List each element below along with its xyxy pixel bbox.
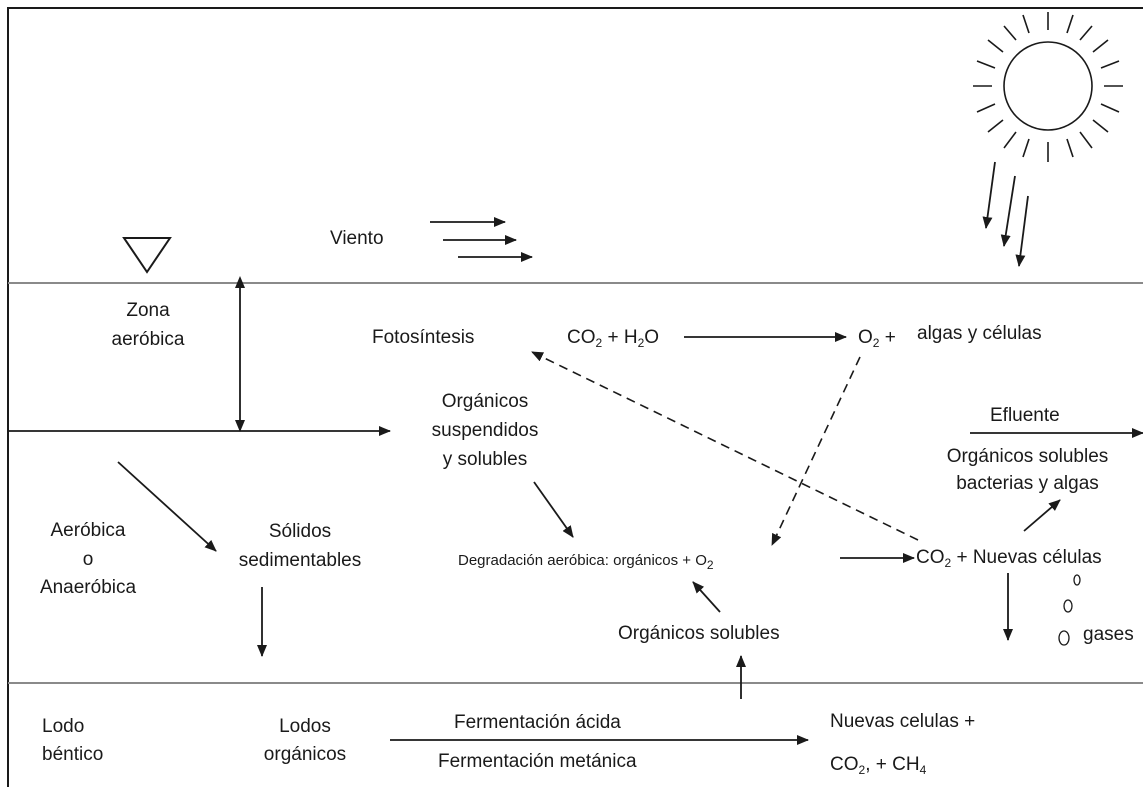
oxygen-supply-dashed-arrow xyxy=(771,356,861,546)
wind-label: Viento xyxy=(330,228,384,249)
algae-cells-label: algas y células xyxy=(917,323,1042,344)
effluent-desc-line2: bacterias y algas xyxy=(956,473,1099,494)
aerobic-zone-label-line1: Zona xyxy=(126,300,170,321)
effluent-desc-line1: Orgánicos solubles xyxy=(946,446,1109,467)
effluent-label: Efluente xyxy=(990,405,1060,426)
soluble-organics-label: Orgánicos solubles xyxy=(618,623,780,644)
suspended-organics-line3: y solubles xyxy=(442,449,528,470)
sun-icon xyxy=(973,12,1123,162)
co2-h2o-label: CO2 + H2O xyxy=(567,327,660,350)
settleable-solids-line1: Sólidos xyxy=(268,521,332,542)
aerobic-anaerobic-line1: Aeróbica xyxy=(50,520,126,541)
aerobic-zone-label-line2: aeróbica xyxy=(111,329,185,350)
o2-label: O2 + xyxy=(858,327,896,350)
aerobic-degradation-label: Degradación aeróbica: orgánicos + O2 xyxy=(458,552,714,572)
water-level-triangle-icon xyxy=(122,237,172,274)
organic-sludge-line2: orgánicos xyxy=(263,744,347,765)
sunlight-arrow xyxy=(1000,175,1016,247)
photosynthesis-label: Fotosíntesis xyxy=(372,327,475,348)
co2-ch4-label: CO2, + CH4 xyxy=(830,754,927,777)
settleable-solids-line2: sedimentables xyxy=(238,550,362,571)
methane-fermentation-label: Fermentación metánica xyxy=(438,751,637,772)
aerobic-anaerobic-line2: o xyxy=(82,549,94,570)
gases-label: gases xyxy=(1083,624,1134,645)
suspended-organics-line2: suspendidos xyxy=(431,420,539,441)
sunlight-arrow xyxy=(982,161,996,229)
aerobic-anaerobic-line3: Anaeróbica xyxy=(39,577,137,598)
suspended-organics-line1: Orgánicos xyxy=(441,391,529,412)
acid-fermentation-label: Fermentación ácida xyxy=(454,712,621,733)
benthic-sludge-line1: Lodo xyxy=(42,716,85,737)
co2-new-cells-label: CO2 + Nuevas células xyxy=(916,547,1102,570)
gas-bubbles-icon xyxy=(1058,574,1081,646)
organics-to-degradation-arrow xyxy=(533,481,574,538)
cells-to-effluent-arrow xyxy=(1023,499,1061,532)
organic-sludge-line1: Lodos xyxy=(279,716,331,737)
sunlight-arrow xyxy=(1015,195,1029,267)
solubles-to-degradation-arrow xyxy=(692,581,721,613)
diagram-frame xyxy=(7,7,1143,787)
new-cells-products-label: Nuevas celulas + xyxy=(830,711,976,732)
co2-return-dashed-arrow xyxy=(531,351,919,541)
settling-arrow xyxy=(117,461,217,552)
benthic-sludge-line2: béntico xyxy=(42,744,104,765)
